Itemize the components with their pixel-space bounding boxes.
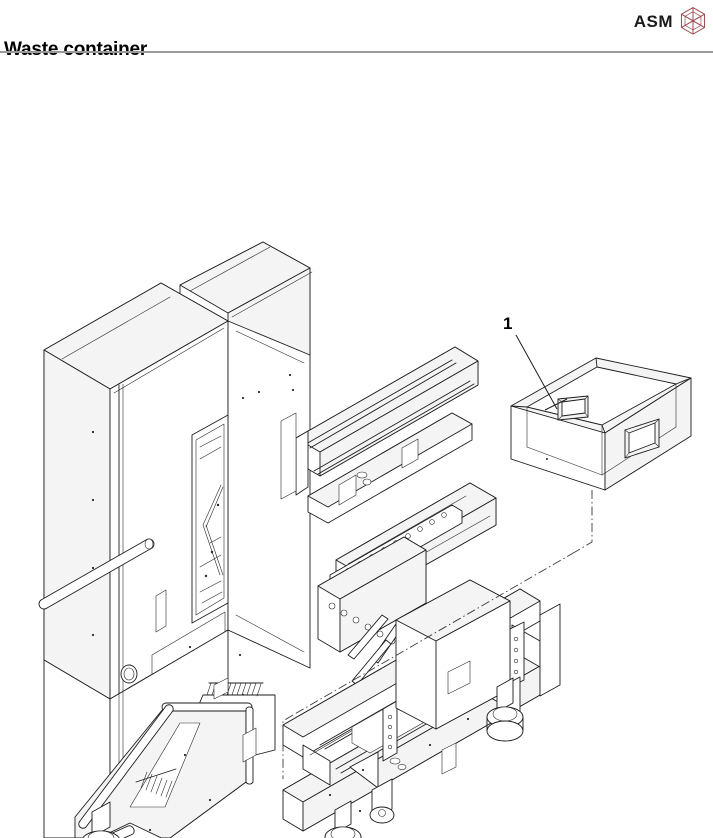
- page-title: Waste container: [4, 38, 148, 60]
- title-rule-divider: [0, 51, 713, 53]
- container-insertion-centerline: [282, 490, 593, 779]
- cabinet-grab-rail: [38, 538, 155, 610]
- waste-container-exploded-view: 1: [0, 55, 713, 838]
- callout-1: 1: [503, 314, 568, 411]
- base-frame: [282, 579, 561, 832]
- brand-block: ASM: [634, 6, 707, 36]
- callout-number-1: 1: [503, 314, 512, 333]
- machine-cabinet-tower: [38, 241, 313, 838]
- container-handle-recess: [557, 395, 589, 421]
- leveling-foot: [486, 677, 524, 742]
- chute-inner-comb: [135, 768, 177, 798]
- magazine-lift-module: [317, 536, 427, 653]
- leveling-foot: [324, 800, 362, 838]
- leveling-foot: [82, 801, 120, 838]
- waste-container: [510, 357, 692, 491]
- cabinet-lock-knob: [120, 664, 138, 684]
- under-frame-roller: [369, 778, 395, 824]
- container-handle-recess: [624, 418, 660, 459]
- asm-hexagon-logo-icon: [679, 6, 707, 36]
- frame-bracket-plate: [382, 700, 398, 762]
- brand-wordmark: ASM: [633, 11, 673, 31]
- page-header: ASM Waste container: [0, 0, 713, 59]
- internal-mechanism-through-window: [199, 435, 224, 604]
- frame-bracket-plate: [507, 621, 525, 689]
